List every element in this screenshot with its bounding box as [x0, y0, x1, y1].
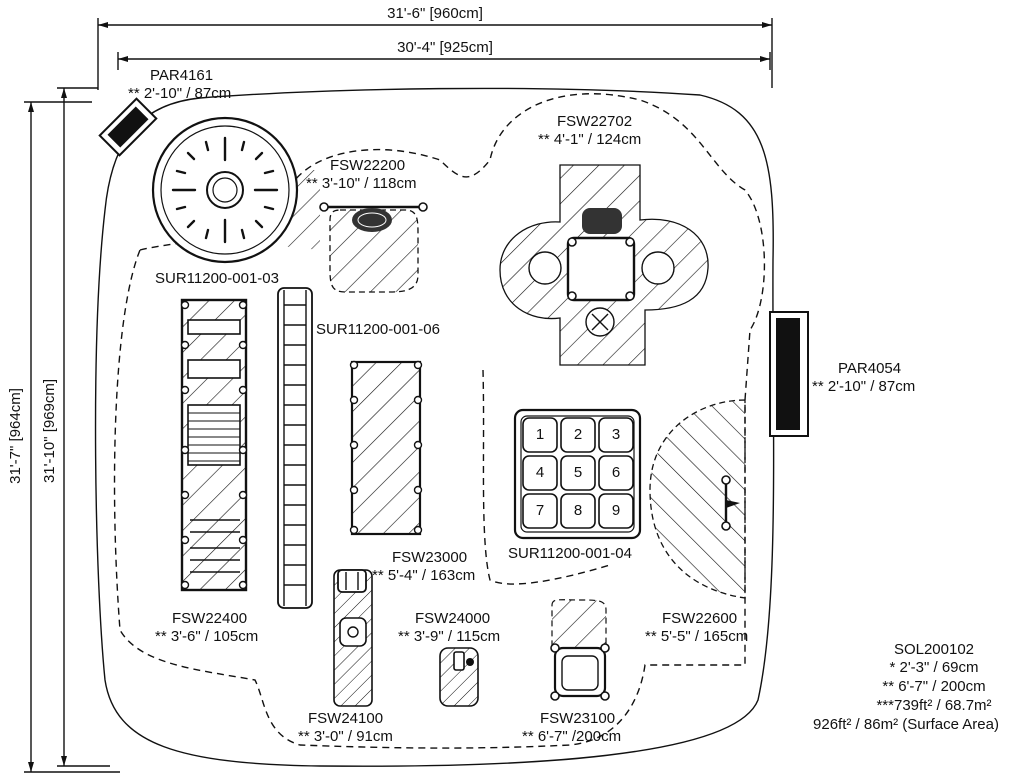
grid-cell-1: 1: [522, 417, 558, 453]
par4054-spec: ** 2'-10" / 87cm: [812, 378, 915, 395]
fsw22400-code: FSW22400: [172, 610, 247, 627]
svg-text:6: 6: [612, 464, 620, 481]
grid-cell-2: 2: [560, 417, 596, 453]
grid-cell-3: 3: [598, 417, 634, 453]
fsw24000-code: FSW24000: [415, 610, 490, 627]
overall-depth-label: 31'-7" [964cm]: [7, 388, 24, 484]
fsw23100-code: FSW23100: [540, 710, 615, 727]
sur-03-round-spinner: [151, 116, 320, 264]
svg-text:3: 3: [612, 426, 620, 443]
fsw22600-code: FSW22600: [662, 610, 737, 627]
fsw23000-spec: ** 5'-4" / 163cm: [372, 567, 475, 584]
par4161-code: PAR4161: [150, 67, 213, 84]
svg-text:5: 5: [574, 464, 582, 481]
fsw22702-unit: [499, 164, 709, 366]
grid-cell-7: 7: [522, 493, 558, 529]
fsw24000-unit: [439, 647, 479, 707]
svg-text:8: 8: [574, 502, 582, 519]
fsw22200-code: FSW22200: [330, 157, 405, 174]
svg-text:9: 9: [612, 502, 620, 519]
grid-cell-5: 5: [560, 455, 596, 491]
par4161-panel: [98, 97, 158, 157]
dimension-overall-width: 31'-6" [960cm]: [97, 4, 773, 90]
dimension-inner-width: 30'-4" [925cm]: [117, 39, 771, 70]
grid-cell-4: 4: [522, 455, 558, 491]
svg-text:2: 2: [574, 426, 582, 443]
fsw23000-code: FSW23000: [392, 549, 467, 566]
sur-04-code: SUR11200-001-04: [508, 545, 632, 562]
summary-code: SOL200102: [894, 641, 974, 658]
summary-line-4: 926ft² / 86m² (Surface Area): [813, 716, 999, 733]
safety-zone-inner-notch: [482, 369, 611, 585]
svg-text:4: 4: [536, 464, 544, 481]
svg-text:1: 1: [536, 426, 544, 443]
fsw23100-unit: [550, 599, 610, 701]
fsw22200-spec: ** 3'-10" / 118cm: [306, 175, 416, 192]
fsw22400-unit: [180, 298, 248, 592]
fsw22702-spec: ** 4'-1" / 124cm: [538, 131, 641, 148]
overall-width-label: 31'-6" [960cm]: [387, 5, 483, 22]
par4161-spec: ** 2'-10" / 87cm: [128, 85, 231, 102]
sur-06-ladder: [277, 287, 313, 609]
fsw23000-unit: [349, 360, 423, 536]
fsw24100-spec: ** 3'-0" / 91cm: [298, 728, 393, 745]
grid-cell-8: 8: [560, 493, 596, 529]
grid-cell-6: 6: [598, 455, 634, 491]
fsw22600-unit: [649, 399, 746, 599]
svg-text:7: 7: [536, 502, 544, 519]
fsw22600-spec: ** 5'-5" / 165cm: [645, 628, 748, 645]
summary-line-1: * 2'-3" / 69cm: [889, 659, 978, 676]
summary-line-2: ** 6'-7" / 200cm: [882, 678, 985, 695]
fsw23100-spec: ** 6'-7" /200cm: [522, 728, 621, 745]
fsw22400-spec: ** 3'-6" / 105cm: [155, 628, 258, 645]
par4054-code: PAR4054: [838, 360, 901, 377]
par4054-panel: [769, 311, 809, 437]
fsw24000-spec: ** 3'-9" / 115cm: [398, 628, 500, 645]
sur-03-code: SUR11200-001-03: [155, 270, 279, 287]
sur-06-code: SUR11200-001-06: [316, 321, 440, 338]
fsw24100-unit: [333, 569, 373, 707]
fsw24100-code: FSW24100: [308, 710, 383, 727]
inner-depth-label: 31'-10" [969cm]: [41, 379, 58, 483]
fsw22702-code: FSW22702: [557, 113, 632, 130]
summary-block: SOL200102 * 2'-3" / 69cm ** 6'-7" / 200c…: [813, 641, 999, 733]
dimension-inner-depth: 31'-10" [969cm]: [41, 87, 110, 767]
play-area-boundary: [94, 87, 775, 767]
inner-width-label: 30'-4" [925cm]: [397, 39, 493, 56]
fsw22200-unit: [319, 202, 428, 293]
summary-line-3: ***739ft² / 68.7m²: [876, 697, 991, 714]
safety-zone-outline: [113, 93, 766, 749]
dimension-overall-depth: 31'-7" [964cm]: [7, 101, 120, 773]
grid-cell-9: 9: [598, 493, 634, 529]
number-grid: 1 2 3 4 5 6 7 8 9: [522, 417, 634, 529]
